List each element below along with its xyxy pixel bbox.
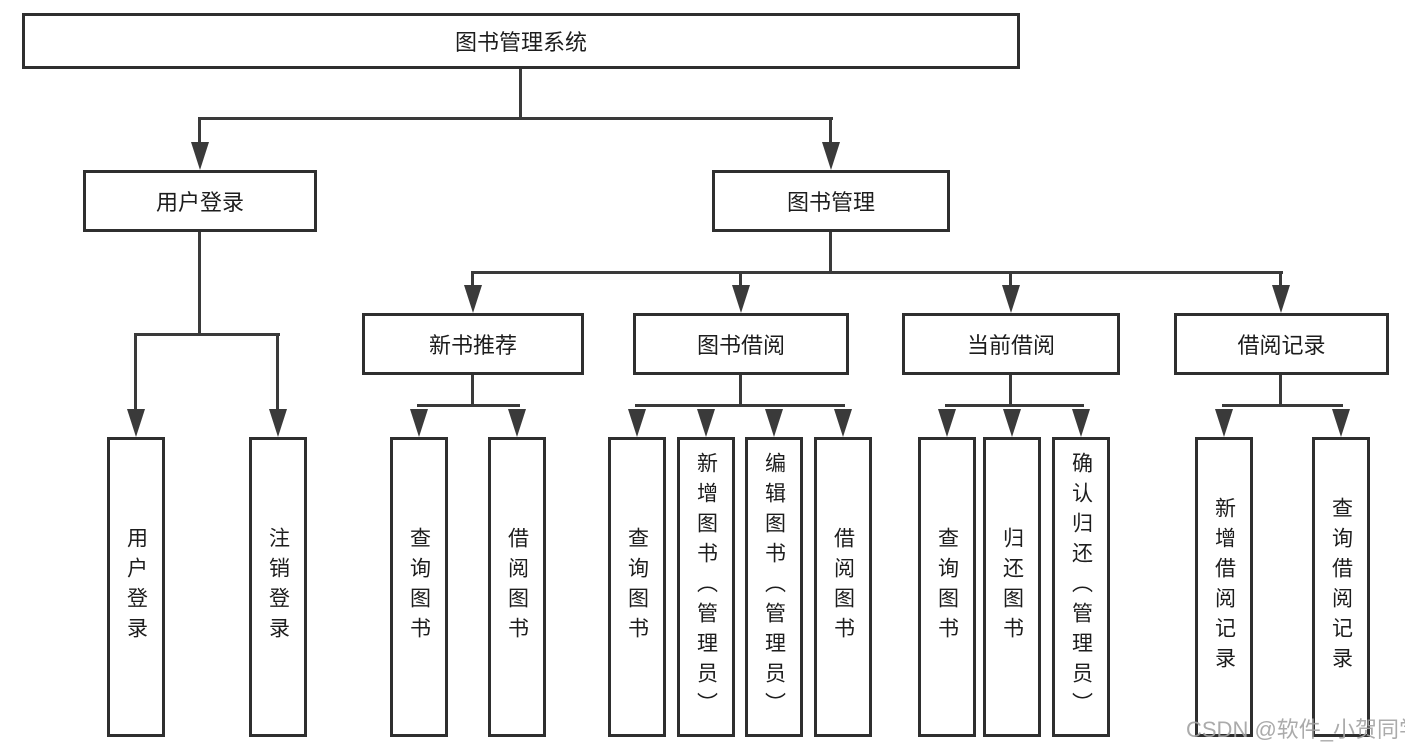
leaf-edit-books-admin-label: 编辑图书（管理员） — [762, 452, 786, 722]
edge-borrow-rail — [635, 404, 845, 407]
edge-recommend-trunk — [471, 375, 474, 406]
arrow-to-leaf-query-books-current — [938, 409, 956, 437]
arrow-to-leaf-query-books-borrow — [628, 409, 646, 437]
node-root-label: 图书管理系统 — [454, 30, 587, 55]
node-current-borrow-label: 当前借阅 — [966, 333, 1055, 358]
leaf-add-borrow-record-label: 新增借阅记录 — [1212, 497, 1236, 677]
edge-book-l3c-stem — [1009, 271, 1012, 289]
leaf-edit-books-admin: 编辑图书（管理员） — [745, 437, 803, 737]
edge-recommend-rail — [417, 404, 520, 407]
node-user-login: 用户登录 — [83, 170, 317, 232]
arrow-to-leaf-edit-books-admin — [765, 409, 783, 437]
arrow-to-leaf-query-borrow-record — [1332, 409, 1350, 437]
leaf-query-books-borrow: 查询图书 — [608, 437, 666, 737]
node-book-management: 图书管理 — [712, 170, 950, 232]
arrow-to-leaf-confirm-return-admin — [1072, 409, 1090, 437]
edge-user-leaf2-stem — [276, 333, 279, 411]
leaf-query-books-borrow-label: 查询图书 — [625, 527, 649, 647]
arrow-to-leaf-borrow-books — [834, 409, 852, 437]
arrow-to-leaf-add-borrow-record — [1215, 409, 1233, 437]
arrow-to-leaf-logout — [269, 409, 287, 437]
edge-book-rail — [471, 271, 1283, 274]
edge-user-rail — [134, 333, 280, 336]
leaf-add-books-admin: 新增图书（管理员） — [677, 437, 735, 737]
arrow-to-leaf-return-books — [1003, 409, 1021, 437]
leaf-query-borrow-record: 查询借阅记录 — [1312, 437, 1370, 737]
csdn-watermark: CSDN @软件_小贺同学 — [1186, 717, 1405, 742]
node-new-book-recommend-label: 新书推荐 — [428, 333, 517, 358]
node-user-login-label: 用户登录 — [155, 190, 244, 215]
leaf-borrow-books-label: 借阅图书 — [831, 527, 855, 647]
leaf-borrow-books: 借阅图书 — [814, 437, 872, 737]
node-book-management-label: 图书管理 — [786, 190, 875, 215]
leaf-add-books-admin-label: 新增图书（管理员） — [694, 452, 718, 722]
arrow-to-borrow-records — [1272, 285, 1290, 313]
arrow-to-leaf-query-books-recommend — [410, 409, 428, 437]
node-new-book-recommend: 新书推荐 — [362, 313, 584, 375]
node-root: 图书管理系统 — [22, 13, 1020, 69]
leaf-user-login-label: 用户登录 — [124, 527, 148, 647]
arrow-to-book-borrow — [732, 285, 750, 313]
node-book-borrow-label: 图书借阅 — [696, 333, 785, 358]
leaf-confirm-return-admin-label: 确认归还（管理员） — [1069, 452, 1093, 722]
edge-user-leaf1-stem — [134, 333, 137, 411]
leaf-borrow-books-recommend-label: 借阅图书 — [505, 527, 529, 647]
leaf-user-login: 用户登录 — [107, 437, 165, 737]
edge-records-trunk — [1279, 375, 1282, 406]
leaf-borrow-books-recommend: 借阅图书 — [488, 437, 546, 737]
edge-book-l3b-stem — [739, 271, 742, 289]
leaf-return-books: 归还图书 — [983, 437, 1041, 737]
arrow-to-leaf-user-login — [127, 409, 145, 437]
edge-root-to-user-stem — [198, 117, 201, 145]
arrow-to-user-login — [191, 142, 209, 170]
edge-root-trunk — [519, 68, 522, 119]
leaf-logout-label: 注销登录 — [266, 527, 290, 647]
node-borrow-records-label: 借阅记录 — [1237, 333, 1326, 358]
edge-root-rail — [198, 117, 833, 120]
leaf-query-books-current: 查询图书 — [918, 437, 976, 737]
leaf-query-books-recommend-label: 查询图书 — [407, 527, 431, 647]
edge-current-rail — [945, 404, 1084, 407]
edge-user-trunk — [198, 232, 201, 336]
edge-records-rail — [1222, 404, 1343, 407]
node-borrow-records: 借阅记录 — [1174, 313, 1389, 375]
leaf-query-books-recommend: 查询图书 — [390, 437, 448, 737]
arrow-to-leaf-add-books-admin — [697, 409, 715, 437]
edge-root-to-book-stem — [829, 117, 832, 145]
arrow-to-book-management — [822, 142, 840, 170]
leaf-add-borrow-record: 新增借阅记录 — [1195, 437, 1253, 737]
leaf-confirm-return-admin: 确认归还（管理员） — [1052, 437, 1110, 737]
edge-book-trunk — [829, 232, 832, 274]
node-current-borrow: 当前借阅 — [902, 313, 1120, 375]
leaf-query-books-current-label: 查询图书 — [935, 527, 959, 647]
leaf-return-books-label: 归还图书 — [1000, 527, 1024, 647]
node-book-borrow: 图书借阅 — [633, 313, 849, 375]
arrow-to-leaf-borrow-books-recommend — [508, 409, 526, 437]
edge-borrow-trunk — [739, 375, 742, 406]
arrow-to-current-borrow — [1002, 285, 1020, 313]
leaf-query-borrow-record-label: 查询借阅记录 — [1329, 497, 1353, 677]
edge-book-l3d-stem — [1279, 271, 1282, 289]
edge-current-trunk — [1009, 375, 1012, 406]
leaf-logout: 注销登录 — [249, 437, 307, 737]
edge-book-l3a-stem — [471, 271, 474, 289]
arrow-to-new-book-recommend — [464, 285, 482, 313]
